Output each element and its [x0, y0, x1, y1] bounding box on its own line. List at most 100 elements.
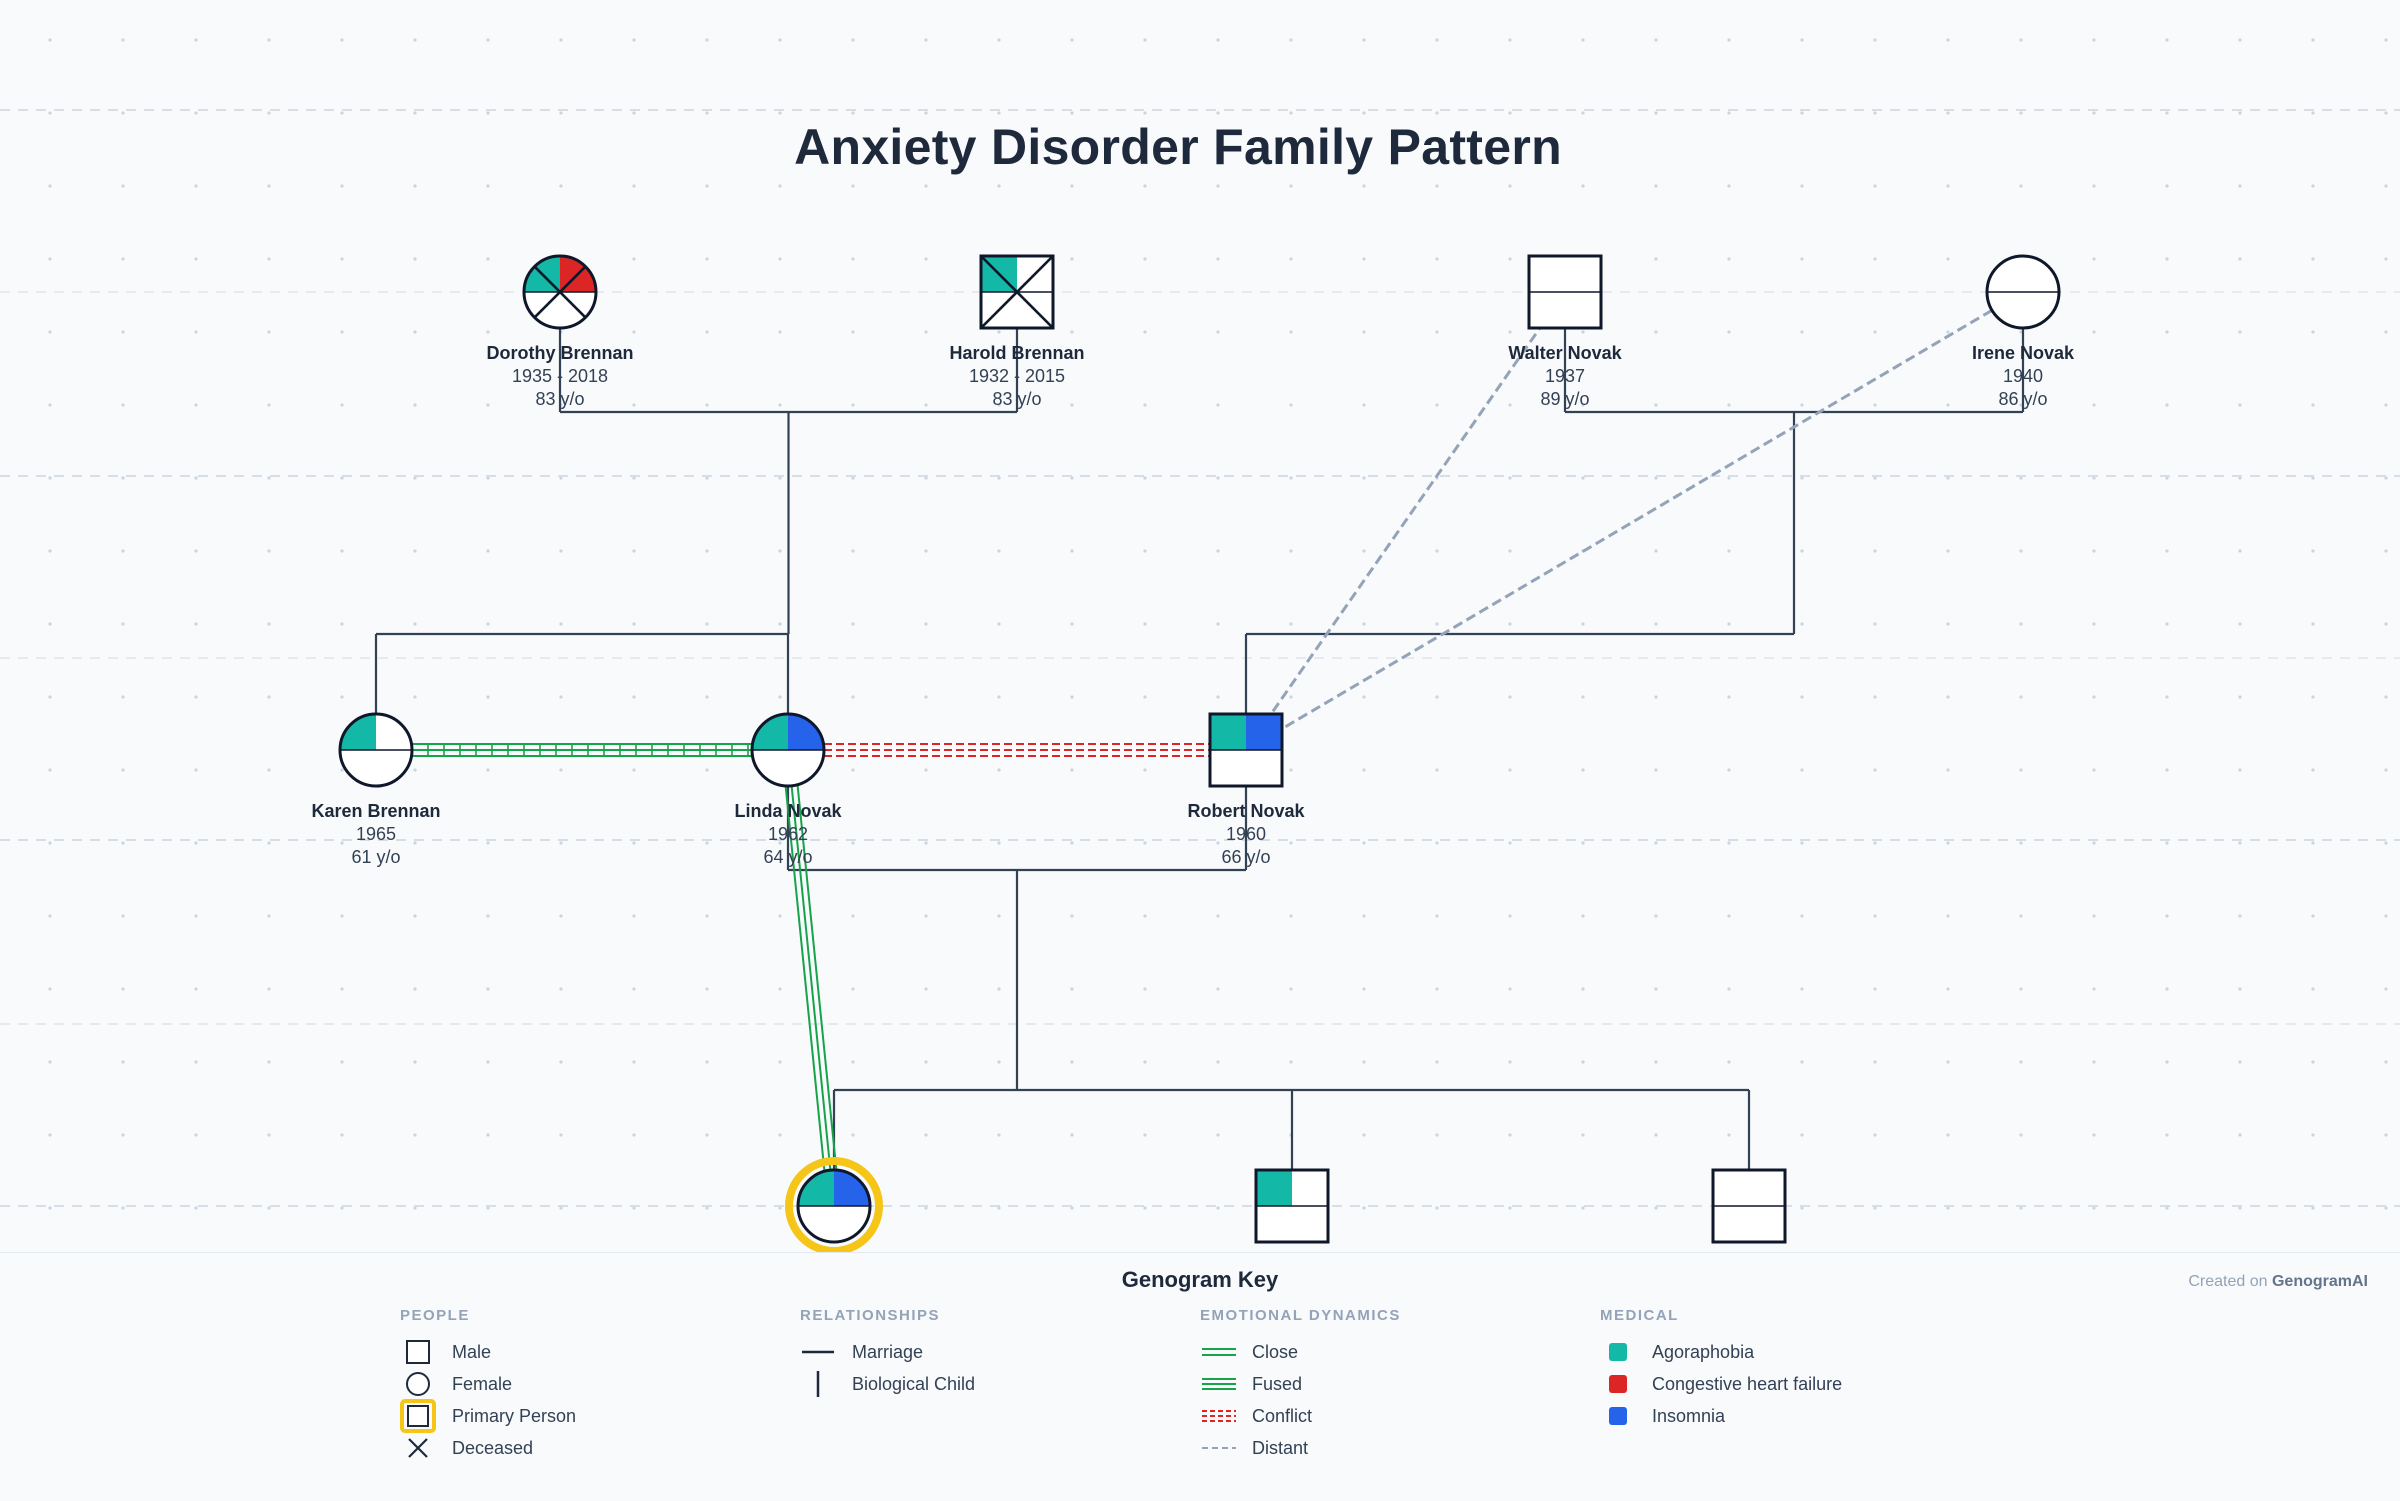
person-name: Walter Novak [1508, 343, 1622, 363]
key-child-label: Biological Child [852, 1373, 976, 1394]
distant-line-icon [1200, 1434, 1236, 1462]
key-female: Female [400, 1368, 576, 1400]
person-age: 89 y/o [1540, 389, 1590, 409]
person-age: 83 y/o [992, 389, 1042, 409]
person-years: 1940 [2002, 366, 2044, 386]
key-people-heading: PEOPLE [400, 1307, 470, 1324]
person-name: Karen Brennan [311, 801, 441, 821]
key-primary: Primary Person [400, 1399, 577, 1433]
emotion-fused-karen-linda-ticks [427, 744, 749, 756]
key-title: Genogram Key [1121, 1267, 1279, 1292]
person-walter [1527, 254, 1603, 330]
key-deceased-label: Deceased [452, 1437, 534, 1458]
child-line-icon [800, 1370, 836, 1398]
marriage-line-icon [800, 1338, 836, 1366]
emotion-fused-linda-child1-strand [784, 786, 826, 1171]
emotion-fused-karen-linda [412, 743, 752, 757]
key-medical: MEDICAL Agoraphobia Congestive heart fai… [1600, 1307, 1842, 1432]
people [338, 254, 2061, 1252]
key-insomnia: Insomnia [1600, 1400, 1842, 1432]
primary-ring [785, 1157, 883, 1252]
person-age: 86 y/o [1998, 389, 2048, 409]
key-fused-label: Fused [1252, 1373, 1303, 1394]
person-years: 1932 - 2015 [968, 366, 1066, 386]
key-chf-label: Congestive heart failure [1652, 1373, 1843, 1394]
key-female-label: Female [452, 1373, 513, 1394]
credit-prefix: Created on [2188, 1273, 2268, 1290]
person-dorothy [522, 254, 598, 330]
deceased-x-icon [980, 255, 1054, 329]
chf-swatch-icon [1600, 1370, 1636, 1398]
emotion-distant-irene-robert [1276, 308, 1993, 734]
condition-quadrant [1210, 714, 1246, 750]
key-agoraphobia-label: Agoraphobia [1652, 1341, 1755, 1362]
person-name: Linda Novak [734, 801, 842, 821]
emotion-fused-linda-child1 [784, 785, 838, 1171]
emotion-fused-linda-child1-strand [790, 785, 832, 1171]
genogram-canvas [0, 0, 2400, 1252]
person-label-dorothy[interactable]: Dorothy Brennan 1935 - 2018 83 y/o [430, 342, 690, 411]
key-deceased: Deceased [400, 1432, 576, 1464]
emotion-conflict-linda-robert [824, 743, 1210, 757]
genogram-key: Genogram Key Created on GenogramAI PEOPL… [0, 1252, 2400, 1501]
person-years: 1935 - 2018 [511, 366, 609, 386]
key-close-label: Close [1252, 1341, 1299, 1362]
person-label-irene[interactable]: Irene Novak 1940 86 y/o [1893, 342, 2153, 411]
emotion-distant-walter-robert [1265, 320, 1546, 722]
person-karen [338, 712, 414, 788]
person-robert [1208, 712, 1284, 788]
person-name: Harold Brennan [949, 343, 1085, 363]
condition-quadrant [1246, 714, 1282, 750]
male-symbol-icon [400, 1338, 436, 1366]
page-title: Anxiety Disorder Family Pattern [794, 119, 1562, 175]
key-insomnia-label: Insomnia [1652, 1405, 1726, 1426]
key-distant: Distant [1200, 1432, 1401, 1464]
key-people: PEOPLE Male Female Primary Person Deceas… [400, 1307, 576, 1464]
emotion-distant-irene-robert-strand [1276, 308, 1993, 734]
key-distant-label: Distant [1252, 1437, 1309, 1458]
deceased-x-icon [533, 265, 587, 319]
key-chf: Congestive heart failure [1600, 1368, 1842, 1400]
person-age: 61 y/o [351, 847, 401, 867]
key-marriage-label: Marriage [852, 1341, 924, 1362]
female-symbol-icon [400, 1370, 436, 1398]
key-emotional: EMOTIONAL DYNAMICS Close Fused Conflict … [1200, 1307, 1401, 1464]
person-irene [1985, 254, 2061, 330]
close-line-icon [1200, 1338, 1236, 1366]
key-relationships-heading: RELATIONSHIPS [800, 1307, 941, 1324]
key-emotional-heading: EMOTIONAL DYNAMICS [1200, 1307, 1401, 1324]
conflict-line-icon [1200, 1402, 1236, 1430]
key-fused: Fused [1200, 1368, 1401, 1400]
person-name: Irene Novak [1971, 343, 2075, 363]
fused-line-icon [1200, 1370, 1236, 1398]
person-name: Robert Novak [1187, 801, 1305, 821]
insomnia-swatch-icon [1600, 1402, 1636, 1430]
key-medical-heading: MEDICAL [1600, 1307, 1679, 1324]
deceased-x-icon [400, 1434, 436, 1462]
emotion-fused-linda-child1-strand [796, 785, 838, 1170]
key-relationships: RELATIONSHIPS Marriage Biological Child [800, 1307, 975, 1400]
key-primary-label: Primary Person [452, 1405, 577, 1426]
emotional-dynamics [412, 308, 1993, 1171]
credit-brand: GenogramAI [2271, 1273, 2368, 1290]
condition-quadrant [1256, 1170, 1292, 1206]
agoraphobia-swatch-icon [1600, 1338, 1636, 1366]
primary-person-icon [400, 1399, 436, 1433]
key-close: Close [1200, 1336, 1401, 1368]
person-age: 83 y/o [535, 389, 585, 409]
person-child1 [785, 1157, 883, 1252]
person-name: Dorothy Brennan [486, 343, 634, 363]
credit[interactable]: Created on GenogramAI [2188, 1273, 2368, 1291]
key-male: Male [400, 1336, 576, 1368]
person-harold [979, 254, 1055, 330]
key-marriage: Marriage [800, 1336, 975, 1368]
person-label-harold[interactable]: Harold Brennan 1932 - 2015 83 y/o [887, 342, 1147, 411]
person-child3 [1711, 1168, 1787, 1244]
person-age: 66 y/o [1221, 847, 1271, 867]
key-agoraphobia: Agoraphobia [1600, 1336, 1842, 1368]
person-years: 1962 [767, 824, 809, 844]
